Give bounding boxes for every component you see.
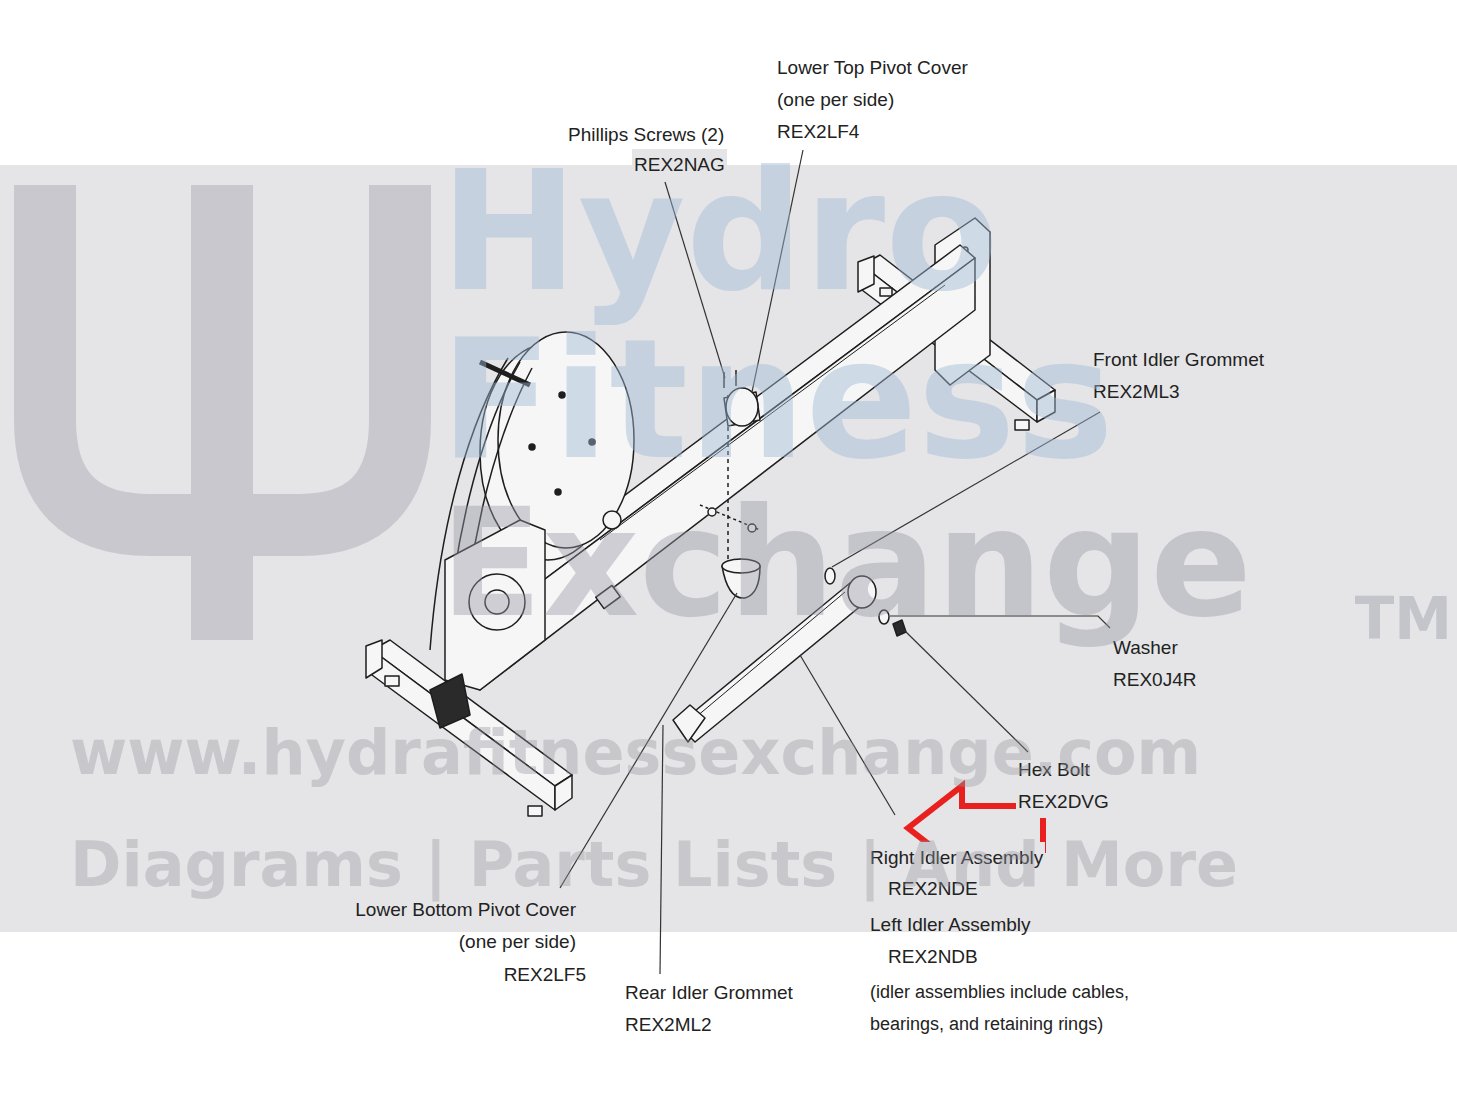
part-number: REX2NDE — [886, 873, 980, 905]
leader-lines — [560, 150, 1110, 974]
watermark-text: Diagrams | Parts Lists | And More — [70, 834, 1238, 896]
watermark-text: Exchange — [440, 488, 1252, 638]
part-number: REX2LF5 — [502, 959, 588, 991]
part-number: REX2DVG — [1016, 786, 1111, 818]
part-number: REX2ML2 — [623, 1009, 714, 1041]
watermark-logo — [45, 185, 400, 640]
watermark-text: TM — [1355, 590, 1452, 648]
part-label: (idler assemblies include cables, bearin… — [868, 976, 1182, 1040]
part-label: Phillips Screws (2) — [566, 119, 726, 151]
part-label: Rear Idler Grommet — [623, 977, 795, 1009]
part-label: Left Idler Assembly — [868, 909, 1033, 941]
part-label: Hex Bolt — [1016, 754, 1092, 786]
rowing-machine-frame — [366, 218, 1055, 816]
part-label: Lower Bottom Pivot Cover (one per side) — [334, 894, 578, 958]
part-number: REX2LF4 — [775, 116, 861, 148]
part-number: REX0J4R — [1111, 664, 1198, 696]
part-number: REX2ML3 — [1091, 376, 1182, 408]
watermark-band — [0, 165, 1457, 932]
part-number: REX2NDB — [886, 941, 980, 973]
part-label: Right Idler Assembly — [868, 842, 1045, 874]
part-label: Washer — [1111, 632, 1180, 664]
part-label: Lower Top Pivot Cover (one per side) — [775, 52, 994, 116]
watermark-text: Fitness — [440, 318, 1114, 483]
part-label: Front Idler Grommet — [1091, 344, 1266, 376]
part-number: REX2NAG — [632, 149, 727, 181]
